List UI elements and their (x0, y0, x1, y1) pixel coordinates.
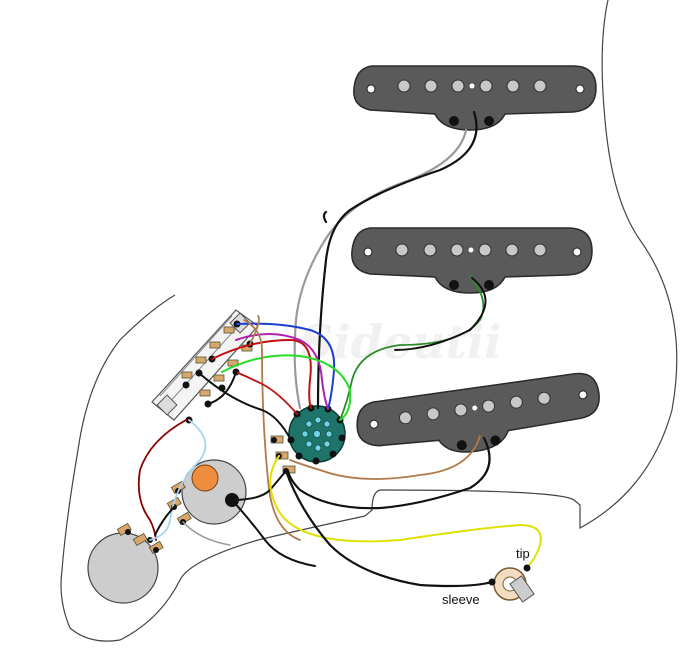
wire-neck-black (316, 110, 478, 410)
wire-bright-green (221, 354, 352, 421)
rotary-switch-pcb (270, 404, 346, 474)
wire-switch-red-2 (235, 371, 298, 415)
jack-sleeve-lug (488, 578, 496, 586)
wires (137, 110, 542, 588)
capacitor (191, 464, 219, 492)
output-jack (488, 564, 535, 603)
bridge-pickup (356, 372, 600, 453)
wire-middle-black (394, 277, 487, 351)
wire-blue (236, 322, 336, 410)
tip-label: tip (516, 546, 530, 561)
wire-neck-white (293, 128, 468, 410)
wire-yellow-tip (269, 455, 542, 567)
wire-red (211, 338, 312, 409)
bridge-pole-pieces (398, 391, 551, 425)
neck-pole-pieces (397, 79, 547, 93)
switch-lugs (181, 326, 253, 397)
wire-purple (235, 333, 329, 410)
middle-pole-pieces (395, 243, 547, 257)
wire-dark-red (137, 419, 187, 541)
five-way-selector-switch (151, 309, 259, 424)
tone-pot (87, 522, 164, 604)
wire-pot-black-1 (154, 506, 175, 536)
volume-pot (166, 459, 247, 526)
wire-black-sleeve (284, 469, 494, 588)
neck-pickup (353, 65, 597, 131)
wire-pot-white (182, 521, 231, 546)
wire-light-blue (149, 419, 207, 541)
watermark: Sideutii (300, 315, 502, 369)
wire-bridge-brown (289, 435, 481, 480)
wire-switch-black (198, 371, 292, 441)
pickguard-outline (60, 0, 678, 642)
wire-bridge-black (286, 436, 491, 510)
wire-pot-black-2 (231, 499, 316, 567)
wire-switch-brown (243, 315, 301, 541)
sleeve-label: sleeve (442, 592, 480, 607)
middle-pickup (351, 227, 593, 294)
jack-tip-lug (523, 564, 531, 572)
wire-neck-hot-lead (322, 210, 328, 224)
